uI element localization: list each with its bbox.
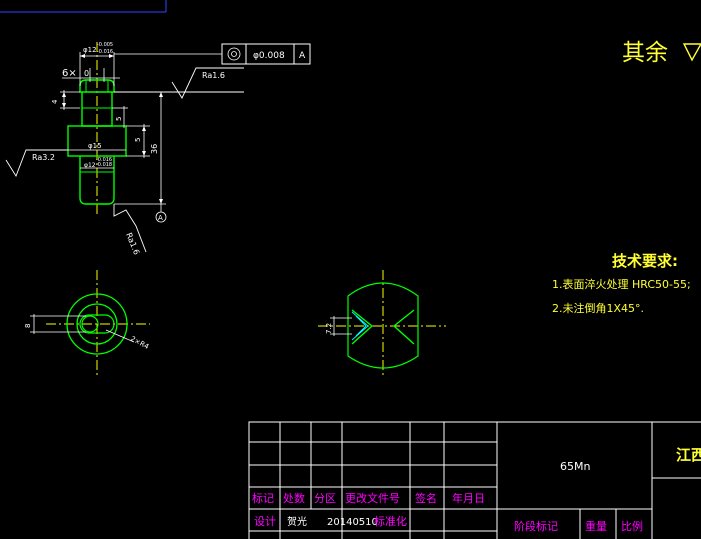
pin-shank-outline: [79, 156, 115, 205]
dim-5a: 5: [115, 117, 123, 121]
header-qianming: 签名: [415, 491, 437, 505]
svg-text:A: A: [158, 214, 163, 222]
dim-tol-bot-upper: -0.016: [96, 157, 112, 163]
dim-tol-bot-lower: -0.018: [96, 162, 112, 168]
header-gaiwen: 更改文件号: [345, 491, 400, 505]
pin-collar-outline: [67, 125, 127, 157]
dim-5b: 5: [134, 138, 142, 142]
roughness-symbol-left: Ra3.2: [5, 149, 68, 178]
remaining-roughness-note: 其余: [622, 40, 701, 66]
header-nianyueri: 年月日: [452, 491, 485, 505]
tolerance-value: φ0.008: [253, 51, 285, 61]
dim-thread: 6×: [62, 68, 77, 79]
title-block: [248, 421, 701, 539]
dim-tol-top-lower: -0.016: [97, 49, 113, 55]
svg-text:Ra3.2: Ra3.2: [32, 153, 55, 162]
row-design-name: 贺光: [287, 515, 307, 528]
stage-mark-label: 阶段标记: [514, 519, 558, 533]
tech-line-1: 1.表面淬火处理 HRC50-55;: [552, 277, 691, 291]
viewport-border: [0, 0, 167, 13]
dim-tol-top-upper: -0.005: [97, 42, 113, 48]
datum-a-marker: A: [155, 204, 167, 223]
front-dimension-arrows: [62, 54, 163, 204]
material-label: 65Mn: [560, 460, 590, 473]
roughness-triangle-icon: [682, 43, 701, 62]
tolerance-datum: A: [299, 51, 306, 61]
top-view: [30, 270, 150, 378]
row-design-label: 设计: [254, 515, 276, 528]
company-label: 江西: [676, 446, 701, 464]
section-hatch: [351, 311, 369, 341]
top-outer-circle: [66, 293, 128, 355]
dim-d15: φ15: [88, 142, 102, 150]
scale-label: 比例: [621, 519, 643, 533]
header-biaoji: 标记: [252, 491, 274, 505]
top-inner-circle: [76, 303, 118, 345]
tolerance-frame: φ0.008 A: [114, 43, 311, 65]
concentricity-icon: [227, 47, 241, 61]
row-design-date: 20140510: [327, 517, 378, 528]
header-fenqu: 分区: [314, 492, 336, 505]
section-outline: [347, 282, 419, 369]
header-chushu: 处数: [283, 492, 305, 505]
weight-label: 重量: [585, 519, 607, 533]
dim-d12-top: φ12: [83, 46, 97, 54]
tech-requirements: 技术要求: 1.表面淬火处理 HRC50-55; 2.未注倒角1X45°.: [552, 252, 691, 315]
dim-2xr4: 2×R4: [129, 335, 151, 352]
dim-36: 36: [150, 144, 159, 154]
roughness-symbol-bottom: Ra1.6: [113, 204, 147, 256]
dim-d12-bot: φ12: [84, 162, 96, 169]
tech-line-2: 2.未注倒角1X45°.: [552, 301, 644, 315]
dim-4: 4: [51, 99, 59, 104]
dim-left-8: 8: [24, 324, 32, 328]
front-labels: φ12 -0.005 -0.016 6× 0 4 5 5 36 φ15 φ12 …: [51, 42, 159, 169]
section-view: [318, 270, 446, 378]
tech-title: 技术要求:: [612, 252, 678, 270]
dim-slot: 0: [84, 69, 89, 78]
title-block-text: 65Mn 江西 标记 处数 分区 更改文件号 签名 年月日 设计 贺光 2014…: [252, 446, 701, 533]
svg-text:Ra1.6: Ra1.6: [124, 231, 141, 256]
roughness-symbol-top: Ra1.6: [114, 67, 244, 99]
svg-text:Ra1.6: Ra1.6: [202, 71, 225, 80]
svg-text:其余: 其余: [622, 40, 668, 66]
row-design-std: 标准化: [374, 514, 407, 528]
dim-section-7-2: 7.2: [325, 323, 333, 334]
